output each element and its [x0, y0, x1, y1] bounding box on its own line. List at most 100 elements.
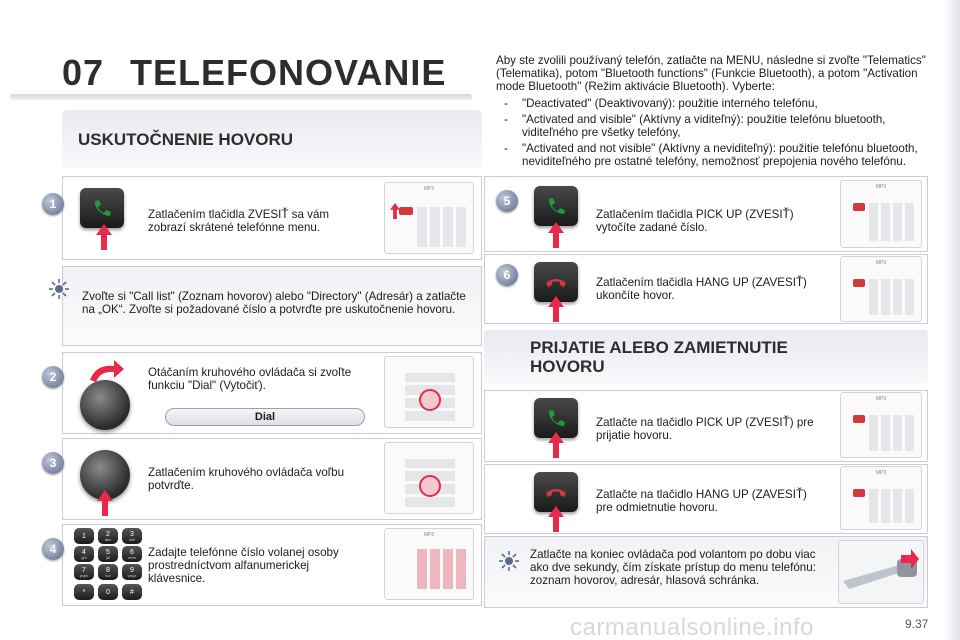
panel-label: MP3: [875, 184, 887, 190]
hangup-button-icon: [534, 472, 578, 512]
key-label: 4: [82, 548, 86, 556]
step-2-badge: 2: [42, 366, 64, 388]
receive-1-text: Zatlačte na tlačidlo PICK UP (ZVESIŤ) pr…: [596, 416, 814, 442]
intro-list-item: -"Activated and visible" (Aktívny a vidi…: [496, 113, 926, 139]
key-label: 0: [106, 588, 110, 596]
panel-key-highlight: [853, 279, 865, 287]
section-receive-title: PRIJATIE ALEBO ZAMIETNUTIE HOVORU: [530, 338, 788, 376]
press-arrow-icon: [548, 296, 564, 322]
page-number: 9.37: [905, 617, 929, 631]
radio-panel-image: MP3: [840, 466, 922, 530]
knob-panel-image-2: [384, 442, 474, 514]
panel-key-highlight: [853, 489, 865, 497]
dial-option: Dial: [165, 408, 365, 426]
phone-red-icon: [546, 279, 566, 287]
key-label: #: [130, 588, 134, 596]
panel-key-highlight: [399, 207, 413, 215]
panel-arrow-icon: [390, 203, 400, 219]
panel-label: MP3: [875, 260, 887, 266]
panel-keys: [869, 203, 915, 241]
key-sub: ghi: [81, 554, 87, 560]
key-sub: def: [129, 536, 135, 542]
tip-1-text: Zvoľte si "Call list" (Zoznam hovorov) a…: [82, 290, 466, 316]
step-2-text: Otáčaním kruhového ovládača si zvoľte fu…: [148, 366, 352, 392]
step-6-text: Zatlačením tlačidla HANG UP (ZAVESIŤ) uk…: [596, 276, 807, 302]
key-label: 2: [106, 530, 110, 538]
section-call-header: [62, 110, 482, 168]
panel-keys: [417, 207, 467, 247]
list-dash: -: [504, 142, 508, 155]
press-arrow-icon: [97, 490, 113, 516]
intro-paragraph: Aby ste zvolili používaný telefón, zatla…: [496, 54, 926, 93]
tip-1-card: [62, 266, 482, 346]
key-label: 9: [130, 566, 134, 574]
stalk-control-image: [838, 540, 924, 604]
watermark: carmanualsonline.info: [570, 614, 814, 640]
panel-knob-highlight: [419, 475, 441, 497]
pickup-button-icon: [534, 398, 578, 438]
panel-keys-highlight: [417, 549, 467, 589]
phone-green-icon: [94, 200, 111, 216]
press-arrow-icon: [548, 222, 564, 248]
key-label: *: [82, 588, 86, 596]
panel-key-highlight: [853, 203, 865, 211]
page-edge-shadow: [944, 0, 960, 640]
step-4-text: Zadajte telefónne číslo volanej osoby pr…: [148, 546, 339, 585]
step-3-badge: 3: [42, 452, 64, 474]
step-5-badge: 5: [496, 190, 518, 212]
tip-sun-icon: [49, 279, 69, 299]
key-label: 7: [82, 566, 86, 574]
press-arrow-icon: [548, 432, 564, 458]
list-dash: -: [504, 97, 508, 110]
bluetooth-intro: Aby ste zvolili používaný telefón, zatla…: [496, 54, 926, 171]
panel-knob-highlight: [419, 389, 441, 411]
header-rule: [10, 94, 472, 100]
chapter-title: TELEFONOVANIE: [130, 52, 447, 93]
section-call-title: USKUTOČNENIE HOVORU: [78, 130, 294, 149]
panel-keys: [869, 415, 915, 451]
hangup-button-icon: [534, 262, 578, 302]
phone-green-icon: [548, 410, 565, 426]
intro-list-item: - "Deactivated" (Deaktivovaný): použitie …: [496, 97, 926, 110]
rotary-knob-icon: [80, 380, 130, 430]
tip-2-text: Zatlačte na koniec ovládača pod volantom…: [530, 548, 816, 587]
panel-key-highlight: [853, 415, 865, 423]
key-label: 8: [106, 566, 110, 574]
key-sub: mno: [128, 554, 136, 560]
press-arrow-icon: [96, 224, 112, 250]
pickup-button-icon: [534, 186, 578, 226]
panel-keys: [869, 279, 915, 315]
intro-item-text: "Deactivated" (Deaktivovaný): použitie i…: [522, 97, 818, 110]
tip-sun-icon: [499, 551, 519, 571]
section-receive-title-line2: HOVORU: [530, 357, 605, 376]
phone-red-icon: [546, 489, 566, 497]
rotate-arrow-icon: [90, 360, 124, 382]
step-6-badge: 6: [496, 264, 518, 286]
chapter-number: 07: [62, 52, 105, 93]
key-label: 6: [130, 548, 134, 556]
intro-item-text: "Activated and visible" (Aktívny a vidit…: [522, 113, 886, 139]
key-sub: jkl: [106, 554, 110, 560]
intro-item-text: "Activated and not visible" (Aktívny a n…: [522, 142, 918, 168]
step-1-text: Zatlačením tlačidla ZVESIŤ sa vám zobraz…: [148, 208, 330, 234]
receive-2-text: Zatlačte na tlačidlo HANG UP (ZAVESIŤ) p…: [596, 488, 807, 514]
section-receive-title-line1: PRIJATIE ALEBO ZAMIETNUTIE: [530, 338, 788, 357]
panel-label: MP3: [875, 396, 887, 402]
panel-keys: [869, 489, 915, 523]
panel-label: MP3: [423, 532, 435, 538]
keypad-panel-image: MP3: [384, 528, 474, 600]
key-sub: tuv: [105, 572, 111, 578]
step-5-text: Zatlačením tlačidla PICK UP (ZVESIŤ) vyt…: [596, 208, 794, 234]
key-label: 3: [130, 530, 134, 538]
section-receive-header: [484, 330, 928, 384]
key-label: 5: [106, 548, 110, 556]
intro-list-item: - "Activated and not visible" (Aktívny a …: [496, 142, 926, 168]
radio-panel-image: MP3: [840, 256, 922, 322]
intro-list: - "Deactivated" (Deaktivovaný): použitie …: [496, 97, 926, 168]
steering-stalk-icon: [843, 549, 919, 589]
knob-panel-image: [384, 356, 474, 428]
step-1-badge: 1: [42, 193, 64, 215]
step-3-text: Zatlačením kruhového ovládača voľbu potv…: [148, 466, 345, 492]
